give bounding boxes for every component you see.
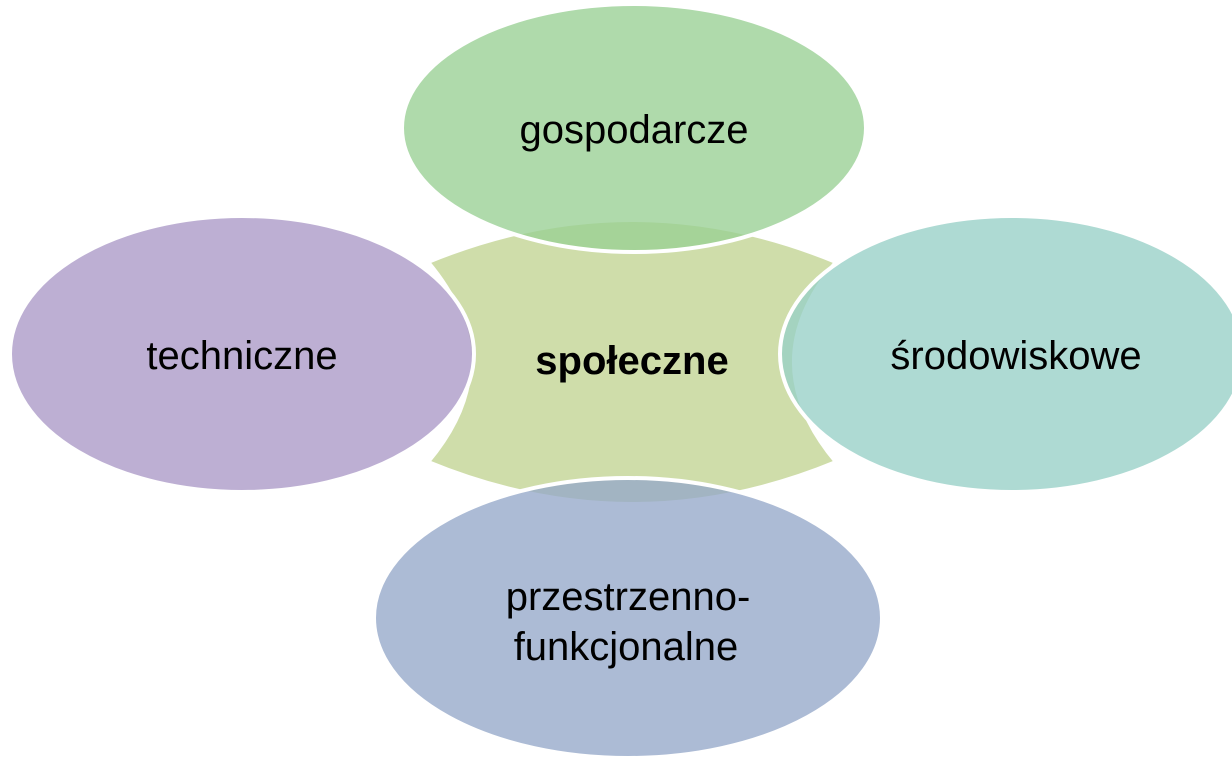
node-techniczne: techniczne	[8, 214, 476, 494]
node-srodowiskowe: środowiskowe	[778, 214, 1232, 494]
node-techniczne-label: techniczne	[146, 334, 337, 378]
node-gospodarcze-shape	[400, 2, 868, 254]
node-gospodarcze: gospodarcze	[400, 2, 868, 254]
node-techniczne-shape	[8, 214, 476, 494]
node-przestrzenno-funkcjonalne-shape	[372, 476, 884, 757]
node-przestrzenno-funkcjonalne: przestrzenno- funkcjonalne	[372, 476, 884, 757]
center-node-label: społeczne	[535, 339, 728, 383]
center-node: społeczne	[424, 218, 840, 506]
node-srodowiskowe-label: środowiskowe	[890, 334, 1141, 378]
node-przestrzenno-funkcjonalne-label-line2: funkcjonalne	[514, 625, 739, 669]
node-przestrzenno-funkcjonalne-label-line1: przestrzenno-	[506, 575, 751, 619]
node-srodowiskowe-shape	[778, 214, 1232, 494]
node-gospodarcze-label: gospodarcze	[519, 108, 748, 152]
